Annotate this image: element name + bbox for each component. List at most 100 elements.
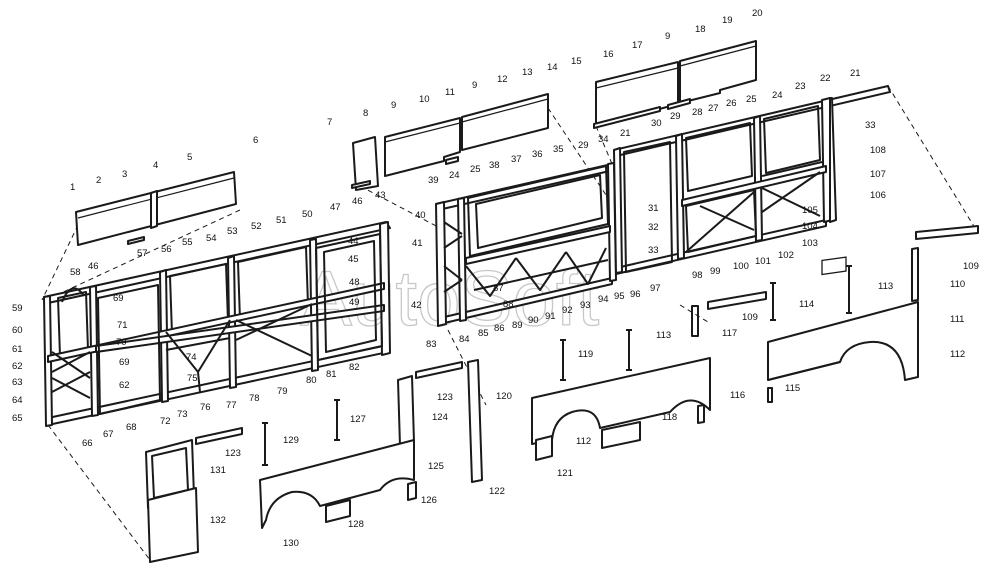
callout-28: 28 (692, 107, 703, 118)
callout-121: 121 (557, 468, 573, 479)
callout-5: 5 (187, 152, 192, 163)
callout-27: 27 (708, 103, 719, 114)
callout-102: 102 (778, 250, 794, 261)
callout-99: 99 (710, 266, 721, 277)
callout-125: 125 (428, 461, 444, 472)
left-skin-panels (145, 359, 483, 563)
callout-30: 30 (651, 118, 662, 129)
callout-23: 23 (795, 81, 806, 92)
callout-55: 55 (182, 237, 193, 248)
callout-71: 71 (117, 320, 128, 331)
callout-105: 105 (802, 205, 818, 216)
callout-26: 26 (726, 98, 737, 109)
callout-122: 122 (489, 486, 505, 497)
callout-8: 8 (363, 108, 368, 119)
callout-62: 62 (119, 380, 130, 391)
callout-64: 64 (12, 395, 23, 406)
callout-9: 9 (391, 100, 396, 111)
upper-panel-strips (75, 40, 757, 246)
callout-100: 100 (733, 261, 749, 272)
callout-97: 97 (650, 283, 661, 294)
callout-16: 16 (603, 49, 614, 60)
callout-112: 112 (576, 436, 591, 447)
callout-120: 120 (496, 391, 512, 402)
callout-54: 54 (206, 233, 217, 244)
callout-119: 119 (578, 349, 593, 360)
callout-115: 115 (785, 383, 800, 394)
callout-88: 88 (503, 299, 514, 310)
callout-33: 33 (648, 245, 659, 256)
callout-108: 108 (870, 145, 886, 156)
callout-113: 113 (878, 281, 893, 292)
callout-106: 106 (870, 190, 886, 201)
callout-70: 70 (116, 337, 127, 348)
callout-95: 95 (614, 291, 625, 302)
callout-61: 61 (12, 344, 23, 355)
callout-31: 31 (648, 203, 659, 214)
callout-85: 85 (478, 328, 489, 339)
callout-52: 52 (251, 221, 262, 232)
callout-92: 92 (562, 305, 573, 316)
callout-76: 76 (200, 402, 211, 413)
callout-87: 87 (493, 283, 504, 294)
callout-129: 129 (283, 435, 299, 446)
callout-126: 126 (421, 495, 437, 506)
callout-22: 22 (820, 73, 831, 84)
callout-93: 93 (580, 300, 591, 311)
callout-37: 37 (511, 154, 522, 165)
callout-110: 110 (950, 279, 965, 290)
callout-112: 112 (950, 349, 965, 360)
callout-96: 96 (630, 289, 641, 300)
callout-45: 45 (348, 254, 359, 265)
callout-128: 128 (348, 519, 364, 530)
callout-72: 72 (160, 416, 171, 427)
callout-13: 13 (522, 67, 533, 78)
callout-127: 127 (350, 414, 366, 425)
callout-35: 35 (553, 144, 564, 155)
callout-48: 48 (349, 277, 360, 288)
callout-44: 44 (348, 236, 359, 247)
callout-109: 109 (963, 261, 979, 272)
left-side-frame (43, 221, 391, 427)
callout-25: 25 (746, 94, 757, 105)
callout-94: 94 (598, 294, 609, 305)
callout-20: 20 (752, 8, 763, 19)
callout-109: 109 (742, 312, 758, 323)
callout-40: 40 (415, 210, 426, 221)
callout-57: 57 (137, 248, 148, 259)
callout-98: 98 (692, 270, 703, 281)
callout-1: 1 (70, 182, 75, 193)
callout-104: 104 (802, 221, 818, 232)
callout-34: 34 (598, 134, 609, 145)
callout-90: 90 (528, 315, 539, 326)
callout-36: 36 (532, 149, 543, 160)
assembly-guide-lines (41, 85, 976, 561)
callout-107: 107 (870, 169, 886, 180)
callout-46: 46 (352, 196, 363, 207)
callout-77: 77 (226, 400, 237, 411)
callout-56: 56 (161, 244, 172, 255)
callout-67: 67 (103, 429, 114, 440)
callout-81: 81 (326, 369, 337, 380)
callout-46: 46 (88, 261, 99, 272)
callout-116: 116 (730, 390, 745, 401)
right-skin-panels (531, 225, 979, 461)
callout-33: 33 (865, 120, 876, 131)
callout-10: 10 (419, 94, 430, 105)
callout-29: 29 (578, 140, 589, 151)
callout-65: 65 (12, 413, 23, 424)
callout-132: 132 (210, 515, 226, 526)
callout-73: 73 (177, 409, 188, 420)
callout-42: 42 (411, 300, 422, 311)
callout-130: 130 (283, 538, 299, 549)
callout-25: 25 (470, 164, 481, 175)
callout-9: 9 (472, 80, 477, 91)
callout-131: 131 (210, 465, 226, 476)
callout-89: 89 (512, 320, 523, 331)
callout-74: 74 (186, 352, 197, 363)
callout-58: 58 (70, 267, 81, 278)
callout-7: 7 (327, 117, 332, 128)
callout-62: 62 (12, 361, 23, 372)
